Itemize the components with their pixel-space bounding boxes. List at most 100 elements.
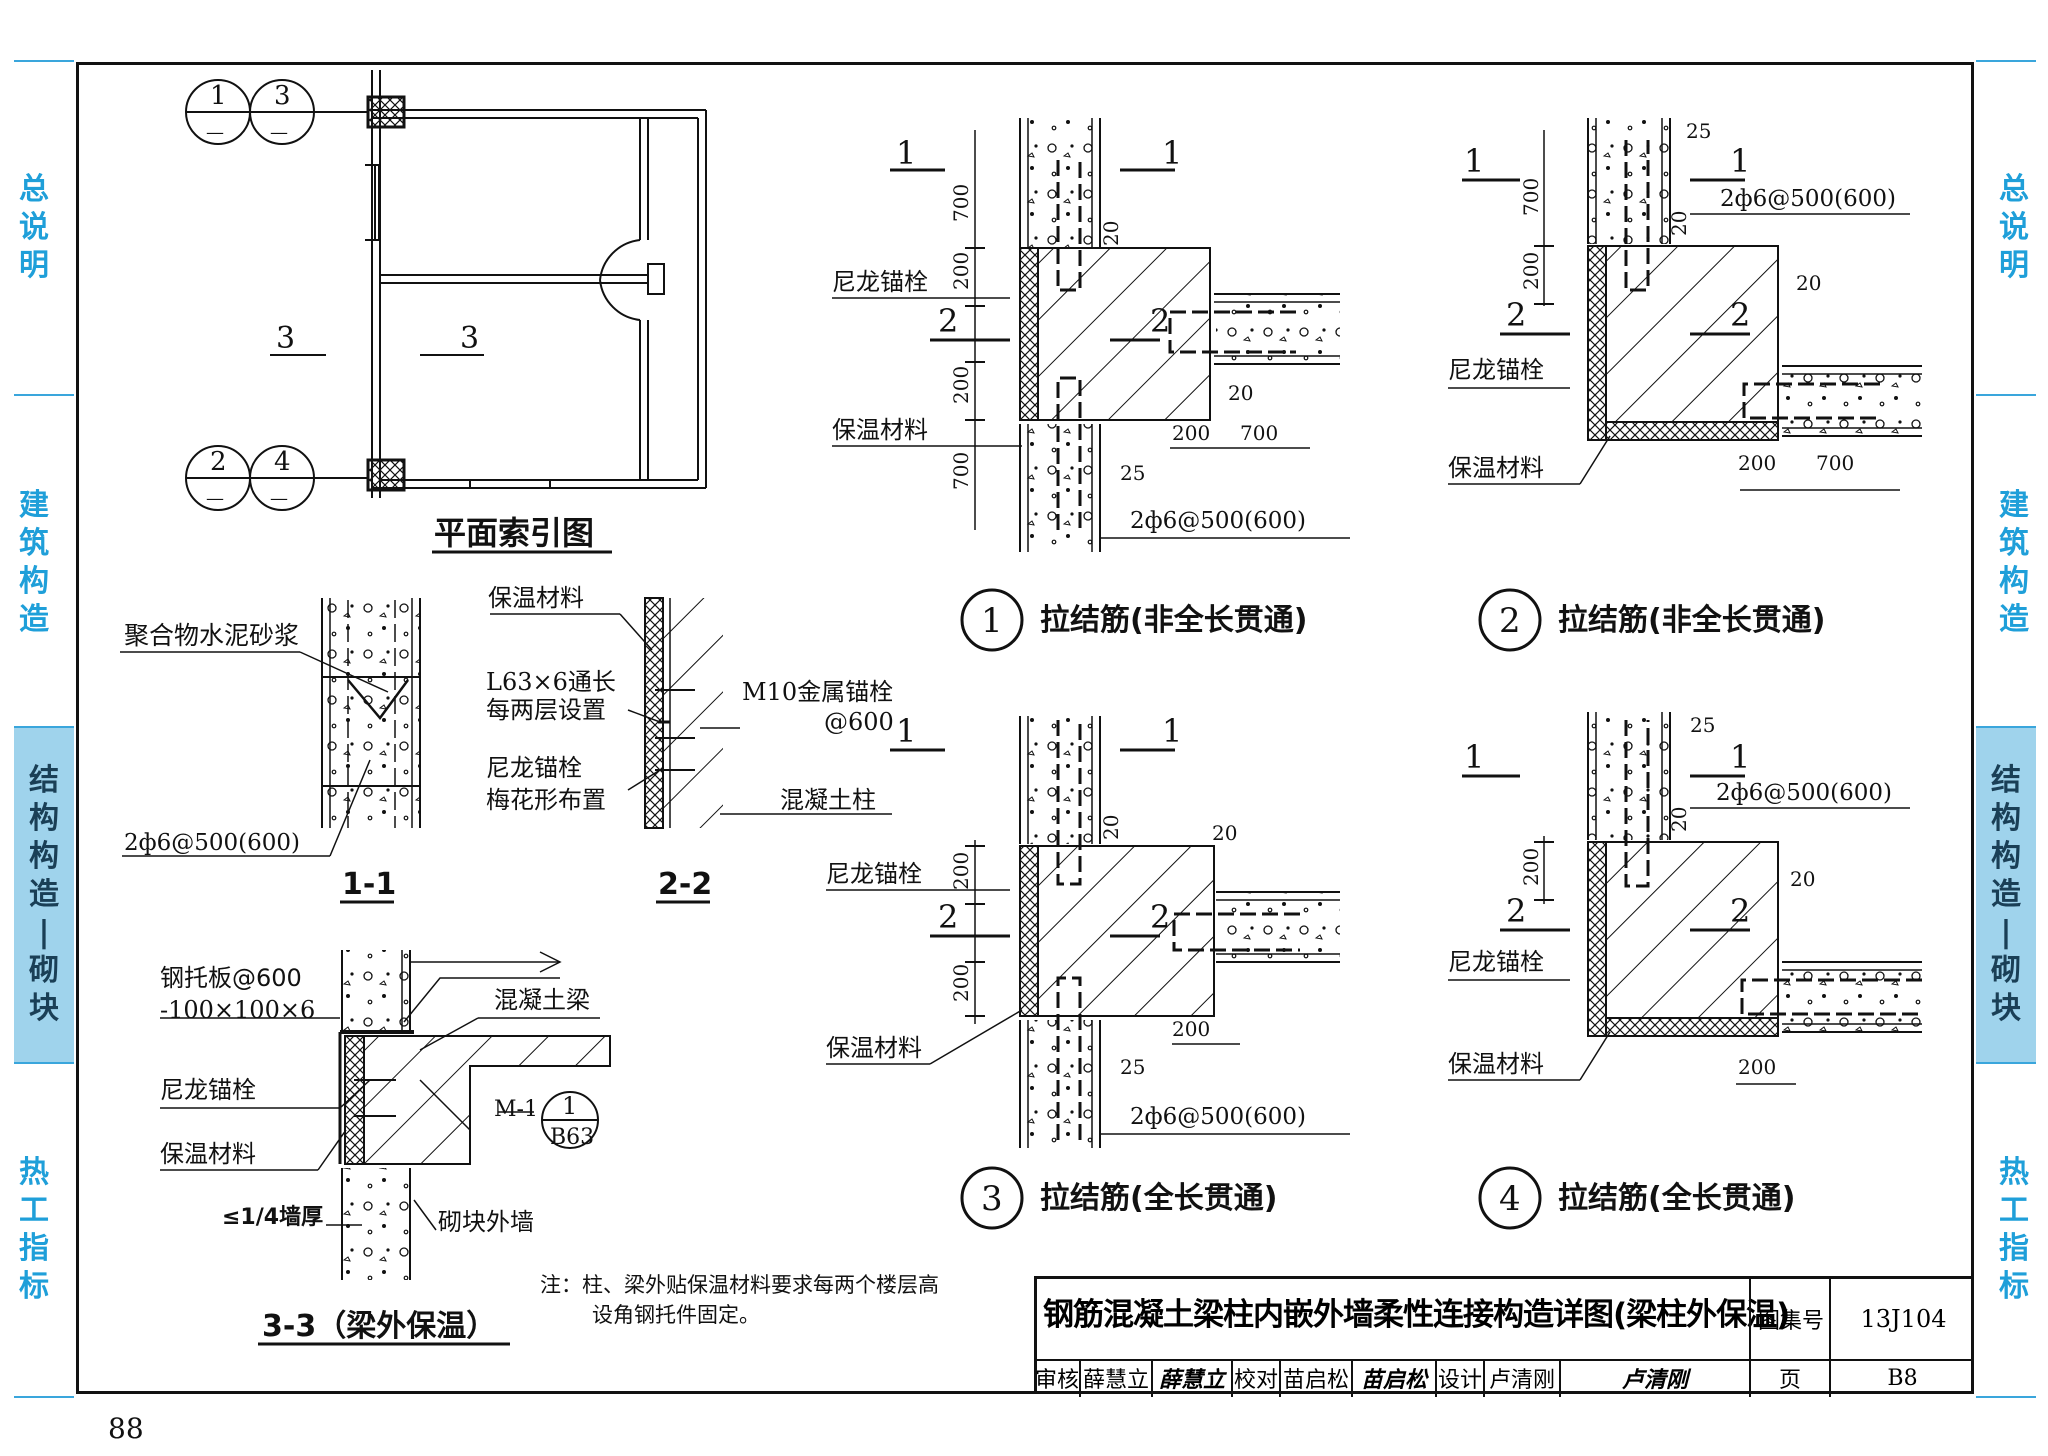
detail-4-rebar-label: 2ф6@500(600): [1716, 780, 1892, 806]
dim: 200: [949, 852, 973, 890]
side-char: 砌: [1991, 953, 2021, 988]
label-steel-plate: 钢托板@600: [160, 964, 302, 992]
callout-sheet: —: [206, 488, 224, 509]
side-char: 热: [1999, 1155, 2029, 1190]
detail-4-insulation-label: 保温材料: [1448, 1050, 1544, 1078]
side-char: 工: [19, 1193, 49, 1228]
label-nylon-anchor-22: 尼龙锚栓: [486, 754, 582, 782]
callout-sheet: —: [270, 122, 288, 143]
side-tab-thermal-right[interactable]: 热工指标: [1988, 1066, 2040, 1394]
side-char: 筑: [1999, 526, 2029, 561]
label-anchor-spacing: @600: [824, 708, 894, 736]
detail-2-number: 2: [1499, 601, 1521, 641]
page-label: 页: [1749, 1359, 1829, 1397]
detail-4-number-circle: [1478, 1166, 1542, 1230]
label-insulation-22: 保温材料: [488, 584, 584, 612]
side-char: 总: [19, 172, 49, 207]
side-tab-structure-left[interactable]: 结构构造|砌块: [14, 728, 74, 1062]
atlas-number: 13J104: [1829, 1279, 1976, 1359]
detail-1-sec-mark: 2: [938, 302, 958, 340]
dim: 200: [1519, 848, 1543, 886]
label-block-wall: 砌块外墙: [438, 1208, 534, 1236]
check-signature: 苗启松: [1351, 1359, 1435, 1397]
side-char: 结: [1991, 763, 2021, 798]
side-tab-structure-right[interactable]: 结构构造|砌块: [1976, 728, 2036, 1062]
detail-2-sec-mark: 1: [1730, 142, 1750, 180]
side-char: 说: [19, 210, 49, 245]
label-polymer-mortar: 聚合物水泥砂浆: [124, 621, 299, 650]
label-quarter-wall: ≤1/4墙厚: [222, 1205, 323, 1230]
side-char: 砌: [29, 953, 59, 988]
side-char: 建: [19, 488, 49, 523]
detail-3-caption: 拉结筋(全长贯通): [1040, 1181, 1277, 1216]
detail-2-sec-mark: 1: [1464, 142, 1484, 180]
dim: 200: [949, 366, 973, 404]
detail-1-caption: 拉结筋(非全长贯通): [1040, 603, 1307, 638]
detail-4-caption: 拉结筋(全长贯通): [1558, 1181, 1795, 1216]
detail-2-sec-mark: 2: [1730, 296, 1750, 334]
page-number: 88: [108, 1412, 144, 1445]
callout-sheet: —: [206, 122, 224, 143]
detail-4-sec-mark: 2: [1506, 892, 1526, 930]
detail-1-sec-mark: 1: [896, 134, 916, 172]
plan-title: 平面索引图: [434, 514, 594, 552]
atlas-label: 图集号: [1749, 1279, 1831, 1359]
plan-callout-3: [249, 79, 315, 145]
side-tab-general-right[interactable]: 总说明: [1988, 60, 2040, 396]
dim: 200: [949, 964, 973, 1002]
detail-1-insulation-label: 保温材料: [832, 416, 928, 444]
detail-1-rebar-label: 2ф6@500(600): [1130, 508, 1306, 534]
side-char: 工: [1999, 1193, 2029, 1228]
dim: 20: [1212, 821, 1237, 845]
side-char: 块: [1991, 991, 2021, 1026]
side-tab-thermal-left[interactable]: 热工指标: [8, 1066, 60, 1394]
section-2-2-drawing: [490, 597, 892, 829]
detail-2-number-circle: [1478, 588, 1542, 652]
side-char: 造: [1991, 877, 2021, 912]
side-char: 指: [19, 1231, 49, 1266]
side-tab-architecture-left[interactable]: 建筑构造: [8, 398, 60, 728]
side-char: 标: [19, 1269, 49, 1304]
callout-num: 1: [210, 81, 227, 111]
label-plate-size: -100×100×6: [160, 996, 315, 1024]
dim: 200: [1738, 451, 1776, 475]
side-char: 总: [1999, 172, 2029, 207]
detail-4-sec-mark: 1: [1464, 738, 1484, 776]
label-rebar-11: 2ф6@500(600): [124, 830, 300, 856]
dim: 700: [949, 452, 973, 490]
label-nylon-anchor-33: 尼龙锚栓: [160, 1076, 256, 1104]
detail-1-number: 1: [981, 601, 1003, 641]
detail-2-rebar-label: 2ф6@500(600): [1720, 186, 1896, 212]
detail-3-drawing: [826, 716, 1350, 1148]
side-char: 明: [19, 248, 49, 283]
side-tab-architecture-right[interactable]: 建筑构造: [1988, 398, 2040, 728]
callout-num: 3: [274, 81, 291, 111]
detail-3-sec-mark: 2: [938, 898, 958, 936]
detail-3-anchor-label: 尼龙锚栓: [826, 860, 922, 888]
dim: 20: [1099, 221, 1123, 246]
side-tab-general-left[interactable]: 总说明: [8, 60, 60, 396]
dim: 20: [1667, 211, 1691, 236]
plan-callout-4: [249, 445, 315, 511]
side-char: |: [2000, 915, 2012, 950]
review-label: 审核: [1035, 1368, 1080, 1393]
detail-2-anchor-label: 尼龙锚栓: [1448, 356, 1544, 384]
side-char: 建: [1999, 488, 2029, 523]
dim: 25: [1686, 119, 1711, 143]
detail-2-drawing: [1448, 118, 1922, 491]
ref-sheet: B63: [550, 1125, 594, 1150]
dim: 200: [1738, 1055, 1776, 1079]
dim: 200: [1172, 421, 1210, 445]
detail-3-insulation-label: 保温材料: [826, 1034, 922, 1062]
review-name: 薛慧立: [1079, 1359, 1151, 1397]
dim: 200: [1519, 252, 1543, 290]
side-char: 说: [1999, 210, 2029, 245]
label-m1: M-1: [494, 1097, 538, 1122]
section-3-3-title: 3-3（梁外保温）: [262, 1309, 496, 1344]
side-char: 明: [1999, 248, 2029, 283]
dim: 700: [1519, 178, 1543, 216]
section-mark: 3: [276, 321, 295, 356]
side-char: 造: [19, 602, 49, 637]
label-concrete-column: 混凝土柱: [780, 786, 876, 814]
